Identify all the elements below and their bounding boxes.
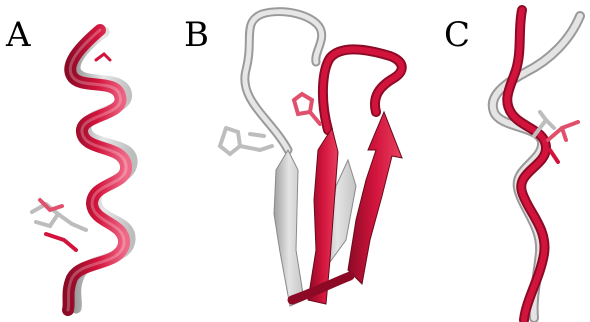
- helix-ribbon-illustration: [0, 0, 180, 322]
- coil-ribbon-illustration: [430, 0, 590, 322]
- hairpin-ribbon-illustration: [180, 0, 430, 322]
- panel-a: A: [0, 0, 180, 322]
- panel-c: C: [430, 0, 590, 322]
- red-helix-ribbon: [68, 30, 126, 310]
- panel-b: B: [180, 0, 430, 322]
